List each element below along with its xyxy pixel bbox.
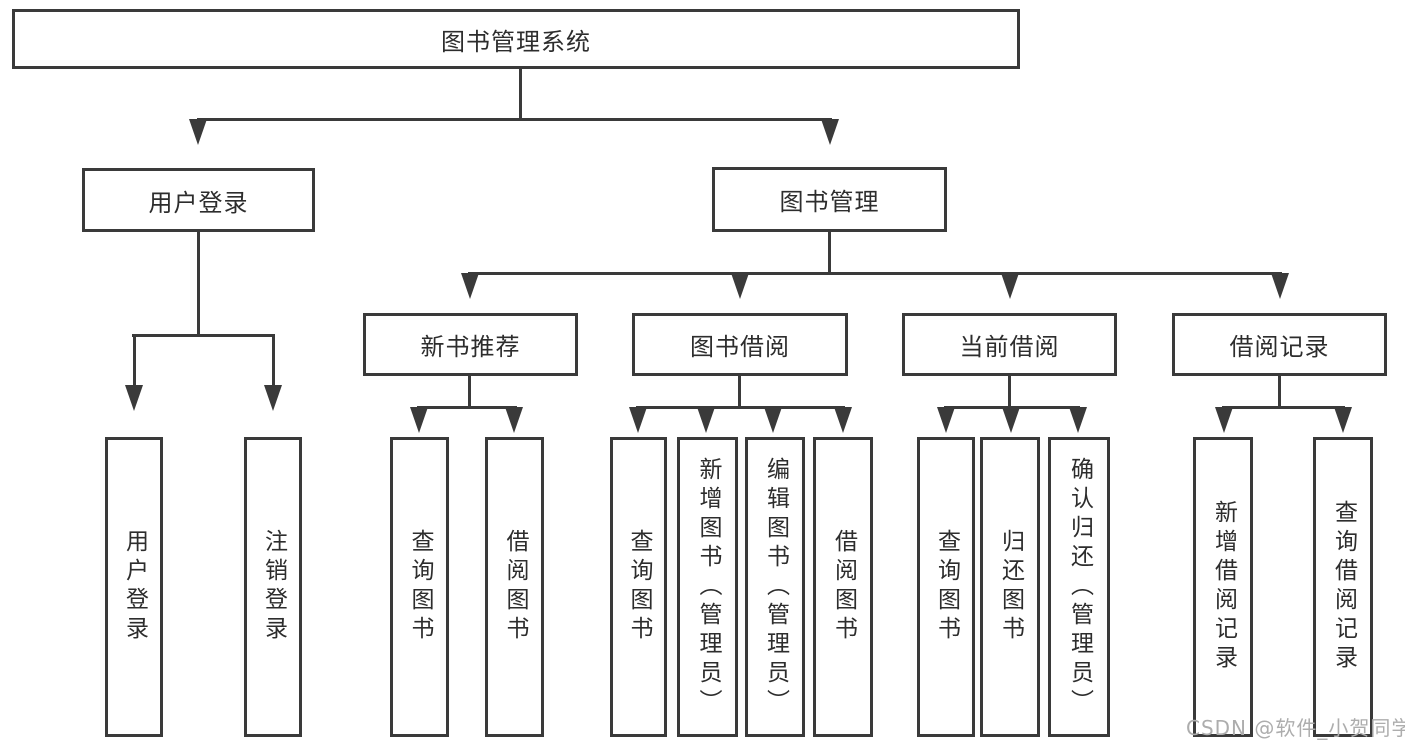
connector-new-book-stub: [468, 376, 471, 407]
connector-arrow-leaf: [629, 407, 647, 437]
leaf-label: 编辑图书（管理员）: [762, 456, 789, 718]
node-user-login: 用户登录: [82, 168, 315, 232]
connector-arrow-borrow-records: [1271, 273, 1289, 313]
connector-arrow-book-management: [821, 119, 839, 167]
leaf-label: 用户登录: [121, 529, 148, 645]
connector-arrow-leaf: [937, 407, 955, 437]
connector-arrow-leaf: [764, 407, 782, 437]
connector-book-management-bus: [468, 272, 1282, 275]
connector-root-stub: [519, 69, 522, 119]
leaf-query-books-current: 查询图书: [917, 437, 975, 737]
leaf-query-books-borrow: 查询图书: [610, 437, 667, 737]
leaf-label: 归还图书: [997, 529, 1024, 645]
connector-arrow-leaf: [1334, 407, 1352, 437]
connector-arrow-leaf: [1069, 407, 1087, 437]
leaf-confirm-return-admin: 确认归还（管理员）: [1048, 437, 1110, 737]
connector-arrow-leaf-logout: [264, 335, 282, 437]
leaf-borrow-books: 借阅图书: [813, 437, 873, 737]
leaf-label: 借阅图书: [830, 529, 857, 645]
connector-book-borrow-bus: [636, 406, 845, 409]
leaf-label: 新增图书（管理员）: [695, 456, 721, 718]
connector-borrow-records-bus: [1222, 406, 1345, 409]
leaf-add-books-admin: 新增图书（管理员）: [677, 437, 738, 737]
leaf-logout: 注销登录: [244, 437, 302, 737]
connector-root-bus: [197, 118, 832, 121]
leaf-query-borrow-record: 查询借阅记录: [1313, 437, 1373, 737]
connector-borrow-records-stub: [1278, 376, 1281, 407]
leaf-query-books-recommend: 查询图书: [390, 437, 449, 737]
leaf-edit-books-admin: 编辑图书（管理员）: [745, 437, 805, 737]
node-library-system: 图书管理系统: [12, 9, 1020, 69]
leaf-user-login: 用户登录: [105, 437, 163, 737]
leaf-label: 查询图书: [626, 529, 652, 645]
connector-arrow-book-borrow: [731, 273, 749, 313]
connector-arrow-leaf: [834, 407, 852, 437]
connector-user-login-bus: [132, 334, 275, 337]
leaf-label: 借阅图书: [502, 529, 528, 645]
connector-arrow-leaf: [1215, 407, 1233, 437]
connector-new-book-bus: [417, 406, 517, 409]
leaf-add-borrow-record: 新增借阅记录: [1193, 437, 1253, 737]
connector-current-borrow-stub: [1008, 376, 1011, 407]
node-borrow-records: 借阅记录: [1172, 313, 1387, 376]
connector-book-management-stub: [828, 232, 831, 273]
node-new-book-recommend: 新书推荐: [363, 313, 578, 376]
leaf-return-books: 归还图书: [980, 437, 1040, 737]
leaf-borrow-books-recommend: 借阅图书: [485, 437, 544, 737]
leaf-label: 查询图书: [407, 529, 433, 645]
node-book-management: 图书管理: [712, 167, 947, 232]
leaf-label: 注销登录: [260, 529, 287, 645]
csdn-watermark: CSDN @软件_小贺同学: [1186, 716, 1405, 740]
connector-book-borrow-stub: [738, 376, 741, 407]
node-current-borrow: 当前借阅: [902, 313, 1117, 376]
connector-arrow-leaf: [1002, 407, 1020, 437]
connector-user-login-stub: [197, 232, 200, 335]
connector-arrow-leaf: [410, 407, 428, 437]
connector-arrow-leaf: [697, 407, 715, 437]
connector-arrow-leaf-user-login: [125, 335, 143, 437]
leaf-label: 查询借阅记录: [1330, 500, 1357, 674]
connector-arrow-new-book-recommend: [461, 273, 479, 313]
connector-arrow-user-login: [189, 119, 207, 168]
leaf-label: 查询图书: [933, 529, 960, 645]
connector-arrow-leaf: [505, 407, 523, 437]
leaf-label: 新增借阅记录: [1210, 500, 1237, 674]
leaf-label: 确认归还（管理员）: [1066, 456, 1093, 718]
connector-arrow-current-borrow: [1001, 273, 1019, 313]
node-book-borrow: 图书借阅: [632, 313, 848, 376]
